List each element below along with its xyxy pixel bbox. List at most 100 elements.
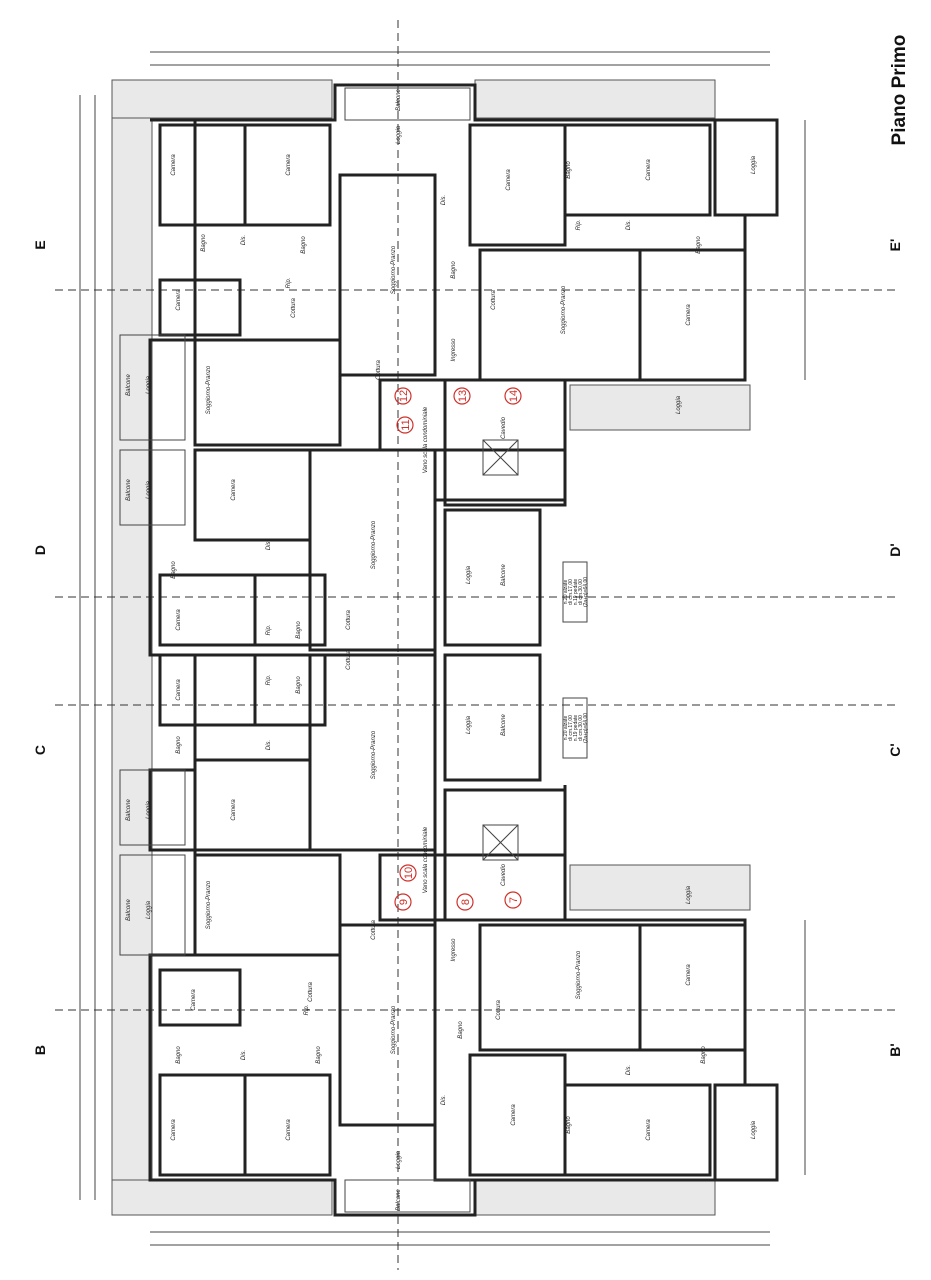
section-lines — [55, 20, 895, 1270]
room-label: Balcone — [501, 713, 507, 735]
room-label: Bagno — [701, 1046, 707, 1064]
room-label: Camera — [176, 289, 182, 311]
room-label: Dis. — [441, 195, 447, 205]
room-label: Camera — [171, 154, 177, 176]
room-label: Balcone — [501, 563, 507, 585]
apartment-number: 13 — [457, 390, 469, 402]
room-label: Bagno — [296, 621, 302, 639]
room-label: Dis. — [241, 1050, 247, 1060]
room-label: Bagno — [301, 236, 307, 254]
plan-title: Piano Primo — [889, 35, 910, 146]
room-label: Loggia — [146, 800, 152, 819]
room-label: Camera — [686, 304, 692, 326]
room-label: Dis. — [266, 740, 272, 750]
room-label: Soggiorno-Pranzo — [391, 1005, 397, 1054]
room-label: Camera — [511, 1104, 517, 1126]
terraces — [111, 79, 751, 1216]
apartment-number: 11 — [400, 419, 412, 430]
room-label: Balcone — [126, 373, 132, 395]
stair-note-lower: n.20 alzate di cm.17,00 n.19 pedate di c… — [562, 697, 589, 759]
room-label: Camera — [646, 1119, 652, 1141]
room-label: Camera — [191, 989, 197, 1011]
section-marker: E' — [887, 239, 903, 252]
section-marker: B' — [887, 1043, 903, 1056]
room-label: Camera — [171, 1119, 177, 1141]
room-label: Balcone — [396, 1188, 402, 1210]
room-label: Vano scala condominiale — [423, 406, 429, 473]
room-label: Bagno — [296, 676, 302, 694]
room-label: Soggiorno-Pranzo — [206, 365, 212, 414]
room-label: Loggia — [751, 1120, 757, 1139]
apartment-number: 14 — [508, 390, 520, 402]
room-label: Loggia — [396, 125, 402, 144]
room-label: Camera — [286, 154, 292, 176]
apartment-number: 12 — [398, 390, 410, 402]
room-label: Cottura — [346, 610, 352, 630]
room-label: Bagno — [696, 236, 702, 254]
room-label: Dis. — [626, 220, 632, 230]
room-label: Bagno — [176, 736, 182, 754]
room-label: Ingresso — [451, 938, 457, 962]
room-label: Rip. — [266, 675, 272, 686]
room-label: Camera — [286, 1119, 292, 1141]
room-label: Dis. — [266, 540, 272, 550]
room-label: Cottura — [291, 298, 297, 318]
room-label: Rip. — [576, 220, 582, 231]
svg-text:di cm.17,00: di cm.17,00 — [568, 715, 574, 741]
room-label: Loggia — [146, 900, 152, 919]
room-label: Balcone — [126, 478, 132, 500]
room-label: Bagno — [171, 561, 177, 579]
section-marker: E — [32, 240, 48, 249]
room-label: Balcone — [396, 88, 402, 110]
room-label: Ingresso — [451, 338, 457, 362]
room-label: Camera — [231, 799, 237, 821]
room-label: Camera — [176, 679, 182, 701]
dimension-lines — [79, 51, 806, 1246]
room-label: Rip. — [266, 625, 272, 636]
room-label: Cottura — [496, 1000, 502, 1020]
room-label: Loggia — [396, 1150, 402, 1169]
room-label: Cottura — [376, 360, 382, 380]
room-label: Camera — [646, 159, 652, 181]
room-label: Camera — [231, 479, 237, 501]
svg-text:n.20 alzate: n.20 alzate — [563, 580, 569, 605]
room-label: Bagno — [176, 1046, 182, 1064]
room-label: Bagno — [566, 1116, 572, 1134]
room-label: Balcone — [126, 798, 132, 820]
room-label: Bagno — [201, 234, 207, 252]
apartment-numbers: 7 8 9 10 11 12 13 14 — [394, 387, 522, 911]
svg-text:di cm.30,00: di cm.30,00 — [578, 715, 584, 741]
section-marker: B — [32, 1045, 48, 1055]
room-label: Bagno — [316, 1046, 322, 1064]
room-label: Cavedio — [501, 863, 507, 886]
room-label: Soggiorno-Pranzo — [576, 950, 582, 999]
apartment-number: 10 — [403, 867, 415, 879]
svg-text:n.19 pedate: n.19 pedate — [573, 579, 579, 606]
svg-text:di cm.30,00: di cm.30,00 — [578, 579, 584, 605]
room-label: Cottura — [346, 650, 352, 670]
room-label: Camera — [176, 609, 182, 631]
section-marker: C' — [887, 743, 903, 756]
room-label: Cottura — [491, 290, 497, 310]
room-label: Cottura — [308, 982, 314, 1002]
apartment-number: 9 — [398, 899, 410, 905]
stair-note-upper: n.20 alzate di cm.17,00 n.19 pedate di c… — [562, 561, 589, 623]
room-label: Dis. — [626, 1065, 632, 1075]
svg-text:n.19 pedate: n.19 pedate — [573, 715, 579, 742]
section-markers: E E' D D' C C' B B' — [32, 239, 903, 1057]
room-label: Loggia — [751, 155, 757, 174]
room-label: Cottura — [371, 920, 377, 940]
svg-text:n.20 alzate: n.20 alzate — [563, 716, 569, 741]
room-label: Soggiorno-Pranzo — [391, 245, 397, 294]
room-label: Rip. — [304, 1005, 310, 1016]
room-label: Loggia — [146, 375, 152, 394]
room-label: Dis. — [441, 1095, 447, 1105]
room-label: Bagno — [458, 1021, 464, 1039]
section-marker: D — [32, 545, 48, 555]
svg-text:di cm.17,00: di cm.17,00 — [568, 579, 574, 605]
room-label: Loggia — [686, 885, 692, 904]
room-label: Soggiorno-Pranzo — [371, 520, 377, 569]
room-label: Soggiorno-Pranzo — [561, 285, 567, 334]
